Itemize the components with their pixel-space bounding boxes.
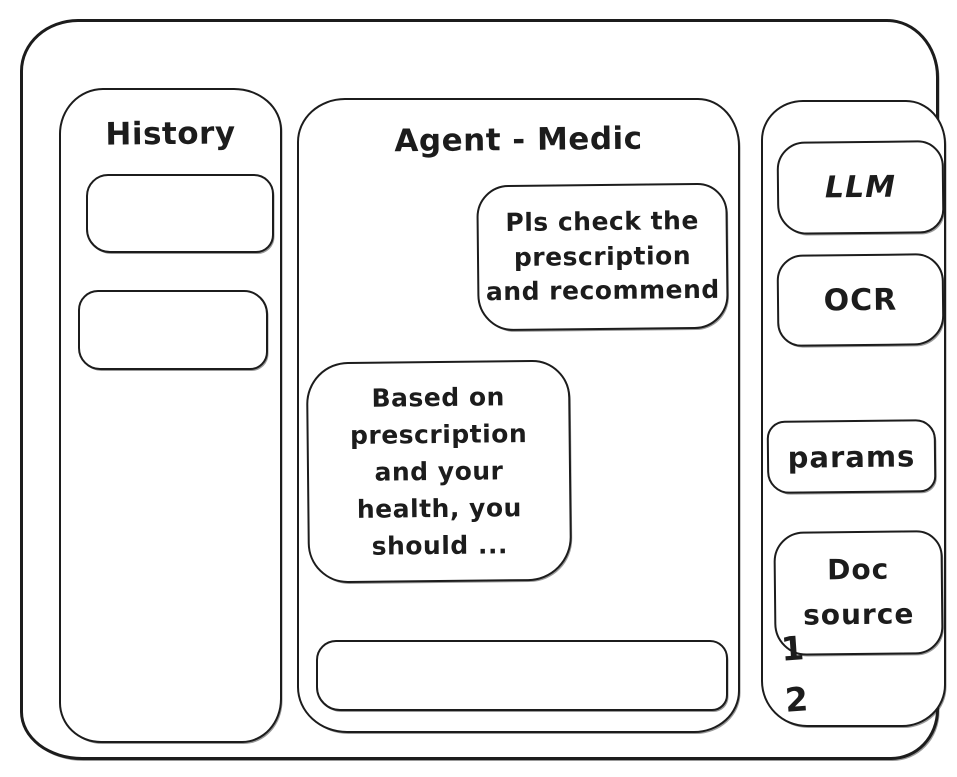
history-item[interactable]: [78, 290, 268, 370]
user-message-bubble: Pls check the prescription and recommend: [476, 182, 729, 332]
agent-message-bubble: Based on prescription and your health, y…: [305, 359, 573, 584]
message-input[interactable]: [316, 640, 728, 711]
llm-button[interactable]: LLM: [776, 140, 945, 235]
history-item[interactable]: [86, 174, 274, 253]
doc-source-annotation-1: 1: [779, 628, 806, 669]
doc-source-annotation-2: 2: [783, 679, 810, 720]
history-title: History: [105, 115, 236, 153]
params-button[interactable]: params: [766, 419, 937, 494]
chat-panel: Agent - Medic Pls check the prescription…: [297, 98, 740, 733]
ocr-button[interactable]: OCR: [776, 253, 945, 347]
app-window: History Agent - Medic Pls check the pres…: [20, 19, 946, 760]
tools-panel: LLM OCR params Doc source 1 2: [761, 100, 946, 727]
chat-panel-title: Agent - Medic: [394, 120, 643, 160]
history-panel: History: [59, 88, 282, 743]
